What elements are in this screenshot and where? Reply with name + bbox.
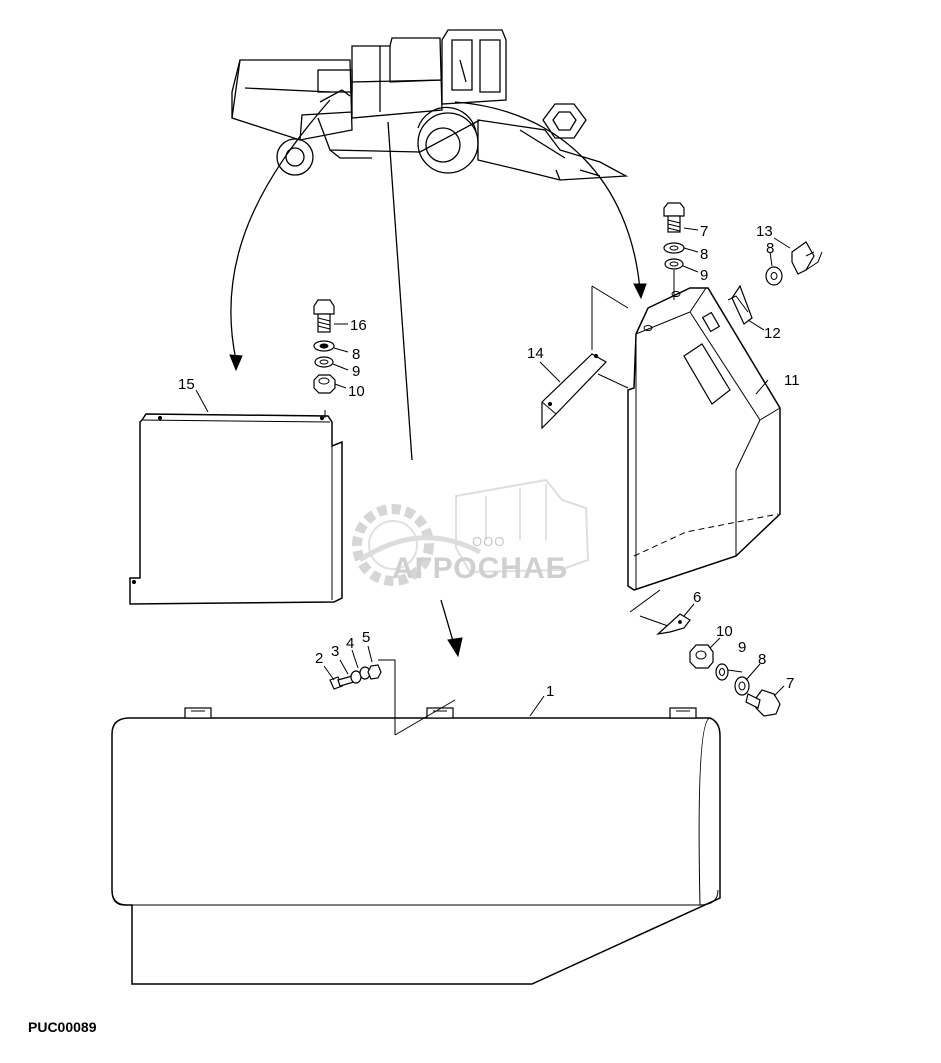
callout-15: 15 bbox=[178, 376, 195, 393]
callout-10-left: 10 bbox=[348, 383, 365, 400]
fastener-stack-2-5 bbox=[329, 664, 382, 690]
fastener-stack-left bbox=[313, 299, 336, 394]
callout-7-bottom: 7 bbox=[786, 675, 794, 692]
callout-8-top: 8 bbox=[700, 246, 708, 263]
side-cover-panel-15 bbox=[129, 410, 343, 605]
callout-6: 6 bbox=[693, 589, 701, 606]
callout-12: 12 bbox=[764, 325, 781, 342]
callout-2: 2 bbox=[315, 650, 323, 667]
callout-5: 5 bbox=[362, 629, 370, 646]
callout-8-left: 8 bbox=[352, 346, 360, 363]
watermark-sub: ООО bbox=[472, 534, 505, 549]
callout-10-right: 10 bbox=[716, 623, 733, 640]
leader-lines bbox=[195, 227, 791, 717]
callout-labels: 16 8 9 10 15 7 8 9 13 8 12 11 14 6 10 9 … bbox=[178, 223, 800, 700]
callout-9-left: 9 bbox=[352, 363, 360, 380]
latch-12-13 bbox=[727, 241, 823, 325]
fastener-stack-right-top bbox=[663, 202, 685, 300]
callout-9-top: 9 bbox=[700, 267, 708, 284]
callout-14: 14 bbox=[527, 345, 544, 362]
diagram-code: PUC00089 bbox=[28, 1019, 97, 1035]
watermark-logo: ООО АГРОСНАБ bbox=[352, 478, 590, 586]
bracket-14 bbox=[541, 285, 629, 430]
callout-4: 4 bbox=[346, 635, 354, 652]
main-cover-panel-1 bbox=[111, 659, 721, 985]
callout-3: 3 bbox=[331, 643, 339, 660]
callout-8-latch: 8 bbox=[766, 240, 774, 257]
callout-16: 16 bbox=[350, 317, 367, 334]
watermark-main: АГРОСНАБ bbox=[392, 552, 568, 585]
combine-harvester-illustration bbox=[231, 29, 629, 181]
side-cover-panel-11 bbox=[627, 287, 781, 591]
callout-9-right: 9 bbox=[738, 639, 746, 656]
callout-13: 13 bbox=[756, 223, 773, 240]
callout-8-right: 8 bbox=[758, 651, 766, 668]
callout-1: 1 bbox=[546, 683, 554, 700]
callout-11: 11 bbox=[784, 372, 800, 389]
callout-7-top: 7 bbox=[700, 223, 708, 240]
fastener-stack-right-bottom bbox=[629, 589, 781, 717]
location-arrows bbox=[229, 99, 647, 658]
